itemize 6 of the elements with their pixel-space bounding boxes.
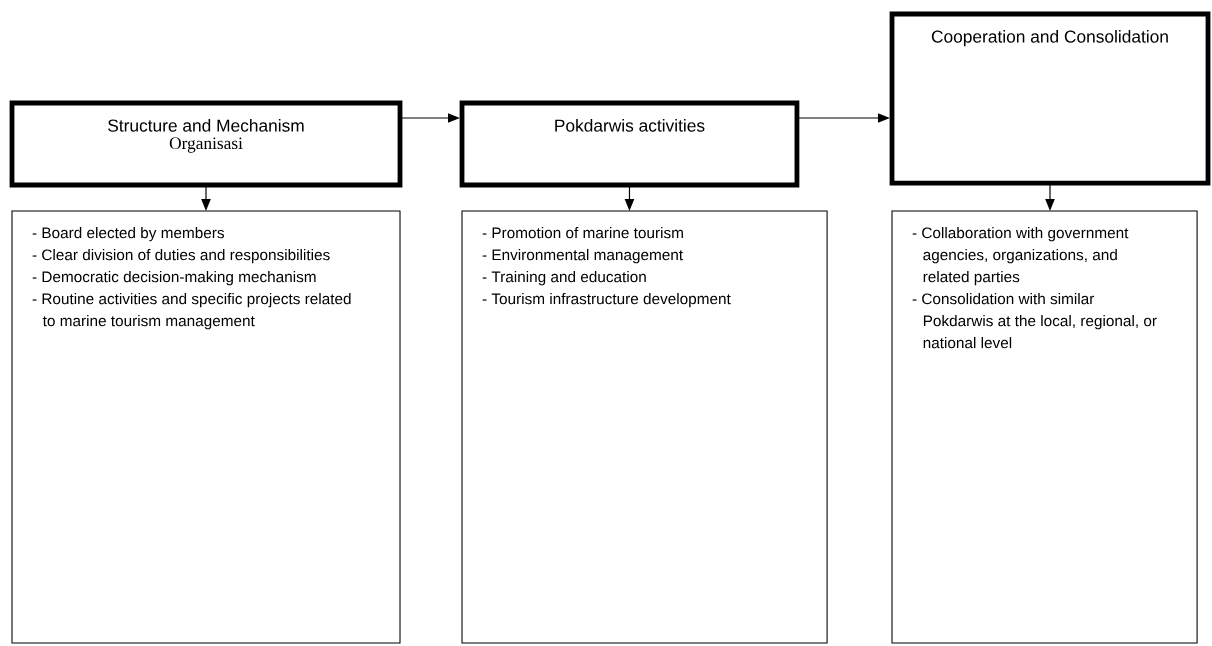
header-box: Structure and Mechanism Organisasi [9, 100, 403, 188]
list-box: - Board elected by members - Clear division of duties and responsibilities - Democratic decision-making mechanism - Routine activities and specific projects related to marine tourism management [11, 210, 401, 644]
header-box: Pokdarwis activities [459, 100, 800, 188]
list-box: - Collaboration with government agencies, organizations, and related parties - Consolidation with similar Pokdarwis at the local, regional, or national level [891, 210, 1198, 644]
list-box: - Promotion of marine tourism - Environmental management - Training and education - Tourism infrastructure development [461, 210, 828, 644]
header-box: Cooperation and Consolidation [889, 11, 1211, 186]
